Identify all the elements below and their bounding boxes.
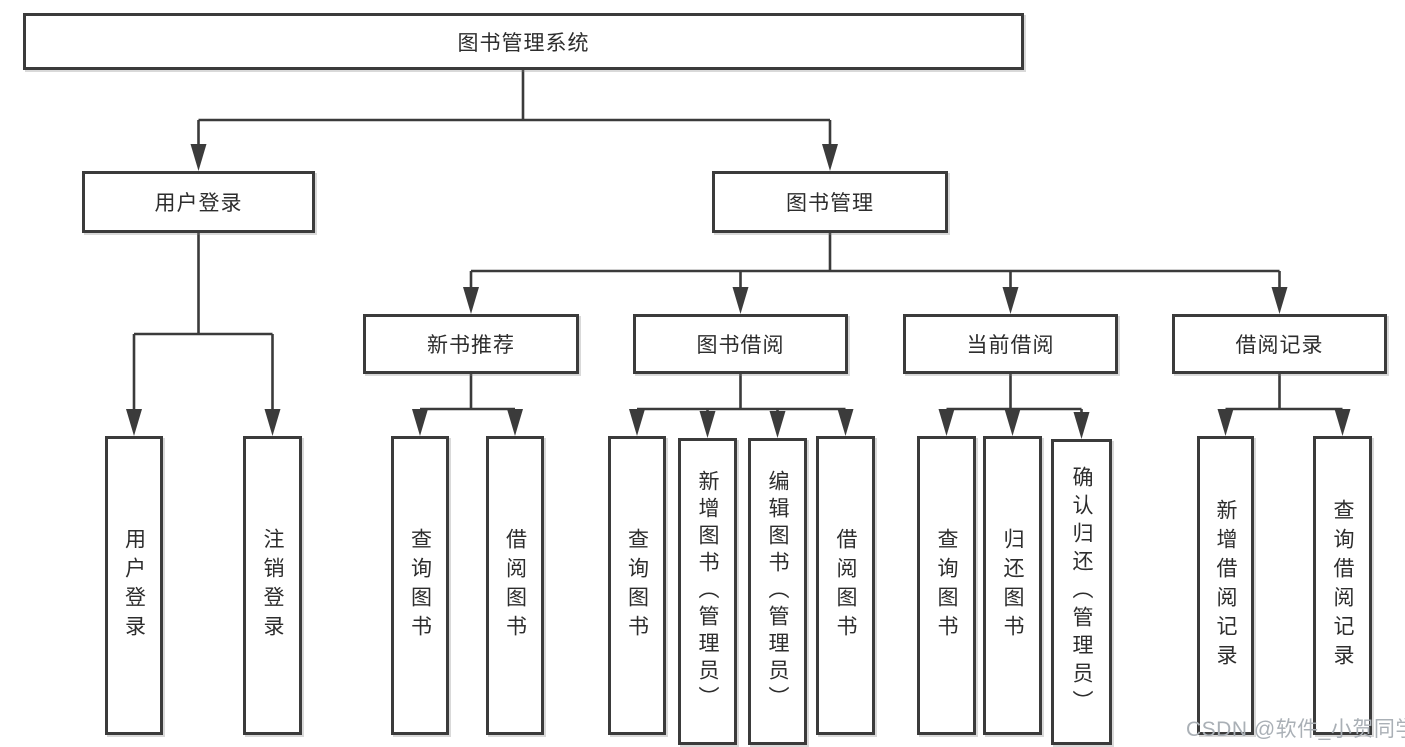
- node-current-borrow: 当前借阅: [903, 314, 1118, 374]
- node-root: 图书管理系统: [23, 13, 1024, 70]
- node-book-borrow: 图书借阅: [633, 314, 848, 374]
- leaf-newbook-query-books: 查询图书: [391, 436, 449, 735]
- leaf-records-add-record: 新增借阅记录: [1197, 436, 1254, 735]
- leaf-borrow-add-books-admin: 新增图书（管理员）: [678, 438, 737, 745]
- node-new-book-recommend: 新书推荐: [363, 314, 579, 374]
- leaf-logout: 注销登录: [243, 436, 302, 735]
- leaf-newbook-borrow-books: 借阅图书: [486, 436, 544, 735]
- leaf-records-query-record: 查询借阅记录: [1313, 436, 1372, 735]
- node-borrow-records: 借阅记录: [1172, 314, 1387, 374]
- leaf-borrow-borrow-books: 借阅图书: [816, 436, 875, 735]
- watermark-text: CSDN @软件_小贺同学: [1186, 718, 1405, 741]
- node-user-login: 用户登录: [82, 171, 315, 233]
- leaf-borrow-query-books: 查询图书: [608, 436, 666, 735]
- node-book-management: 图书管理: [712, 171, 948, 233]
- leaf-user-login: 用户登录: [105, 436, 163, 735]
- leaf-borrow-edit-books-admin: 编辑图书（管理员）: [748, 438, 807, 745]
- leaf-current-return-books: 归还图书: [983, 436, 1042, 735]
- leaf-current-confirm-return-admin: 确认归还（管理员）: [1051, 439, 1112, 745]
- leaf-current-query-books: 查询图书: [917, 436, 976, 735]
